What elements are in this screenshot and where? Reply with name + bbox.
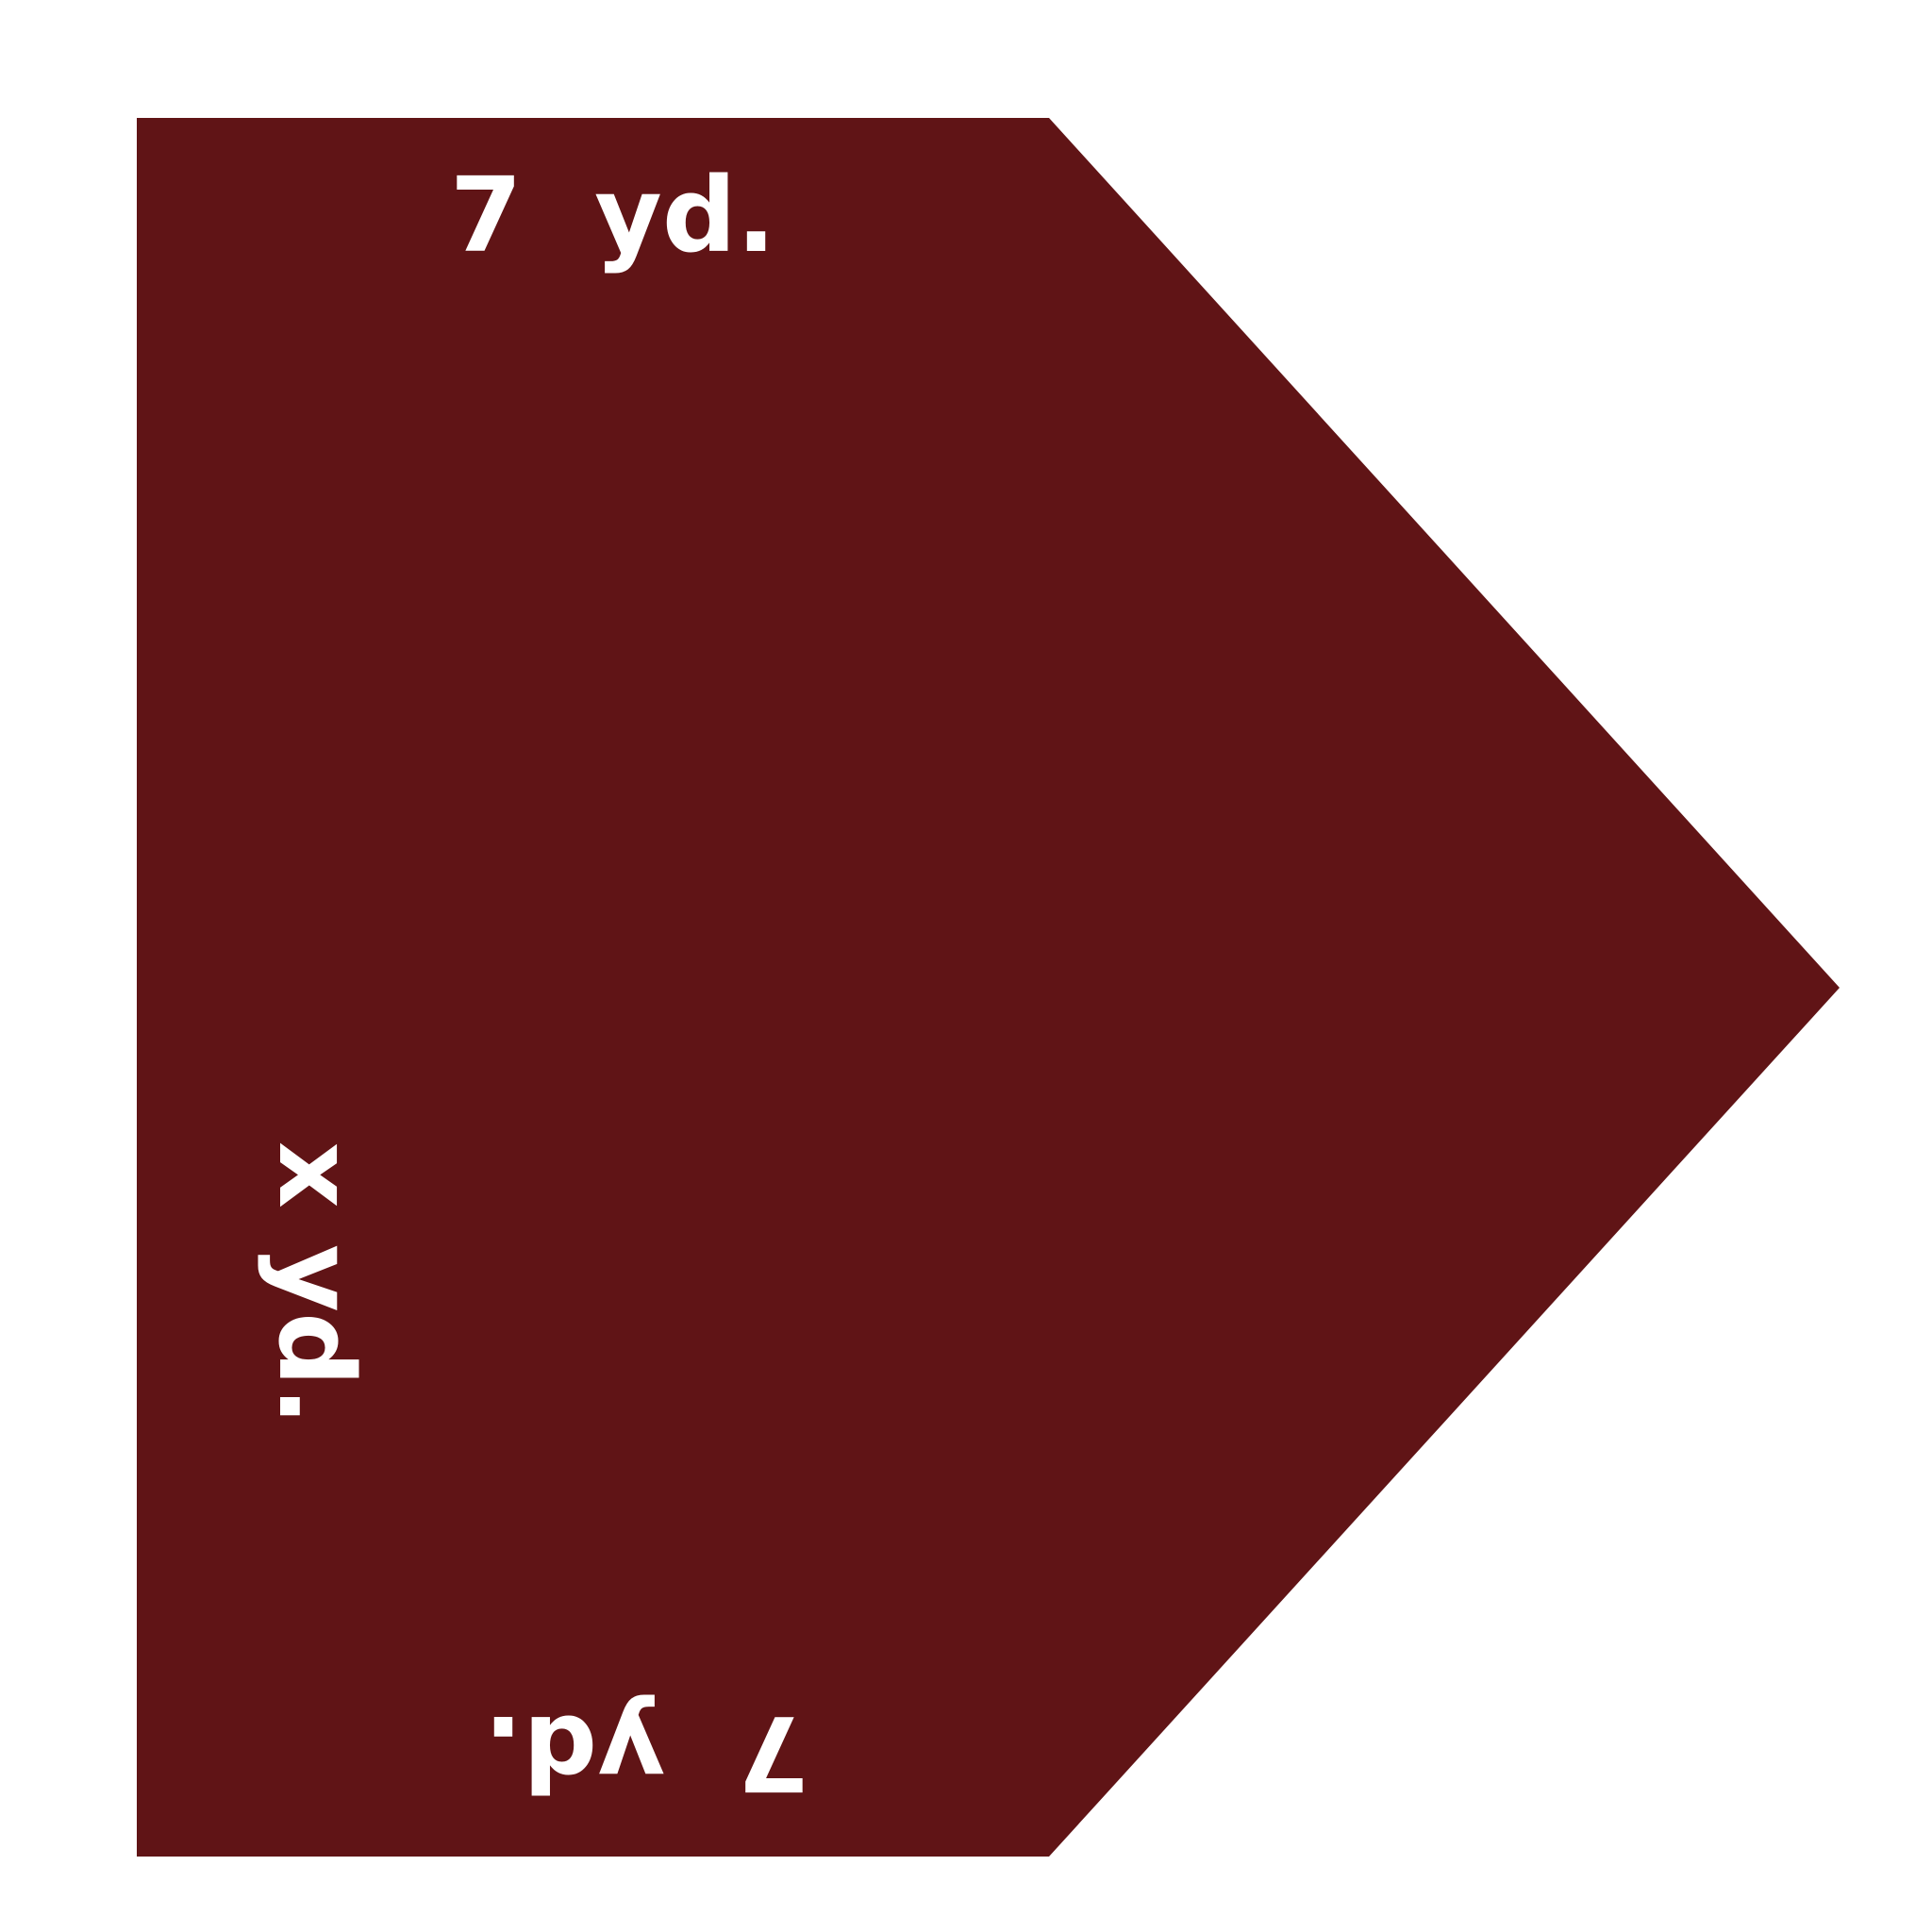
pentagon-shape [137,118,1840,1857]
top-side-label: 7 yd. [450,155,775,275]
bottom-side-label: 7 yd. [484,1692,809,1813]
left-side-label: x yd. [256,1141,376,1425]
